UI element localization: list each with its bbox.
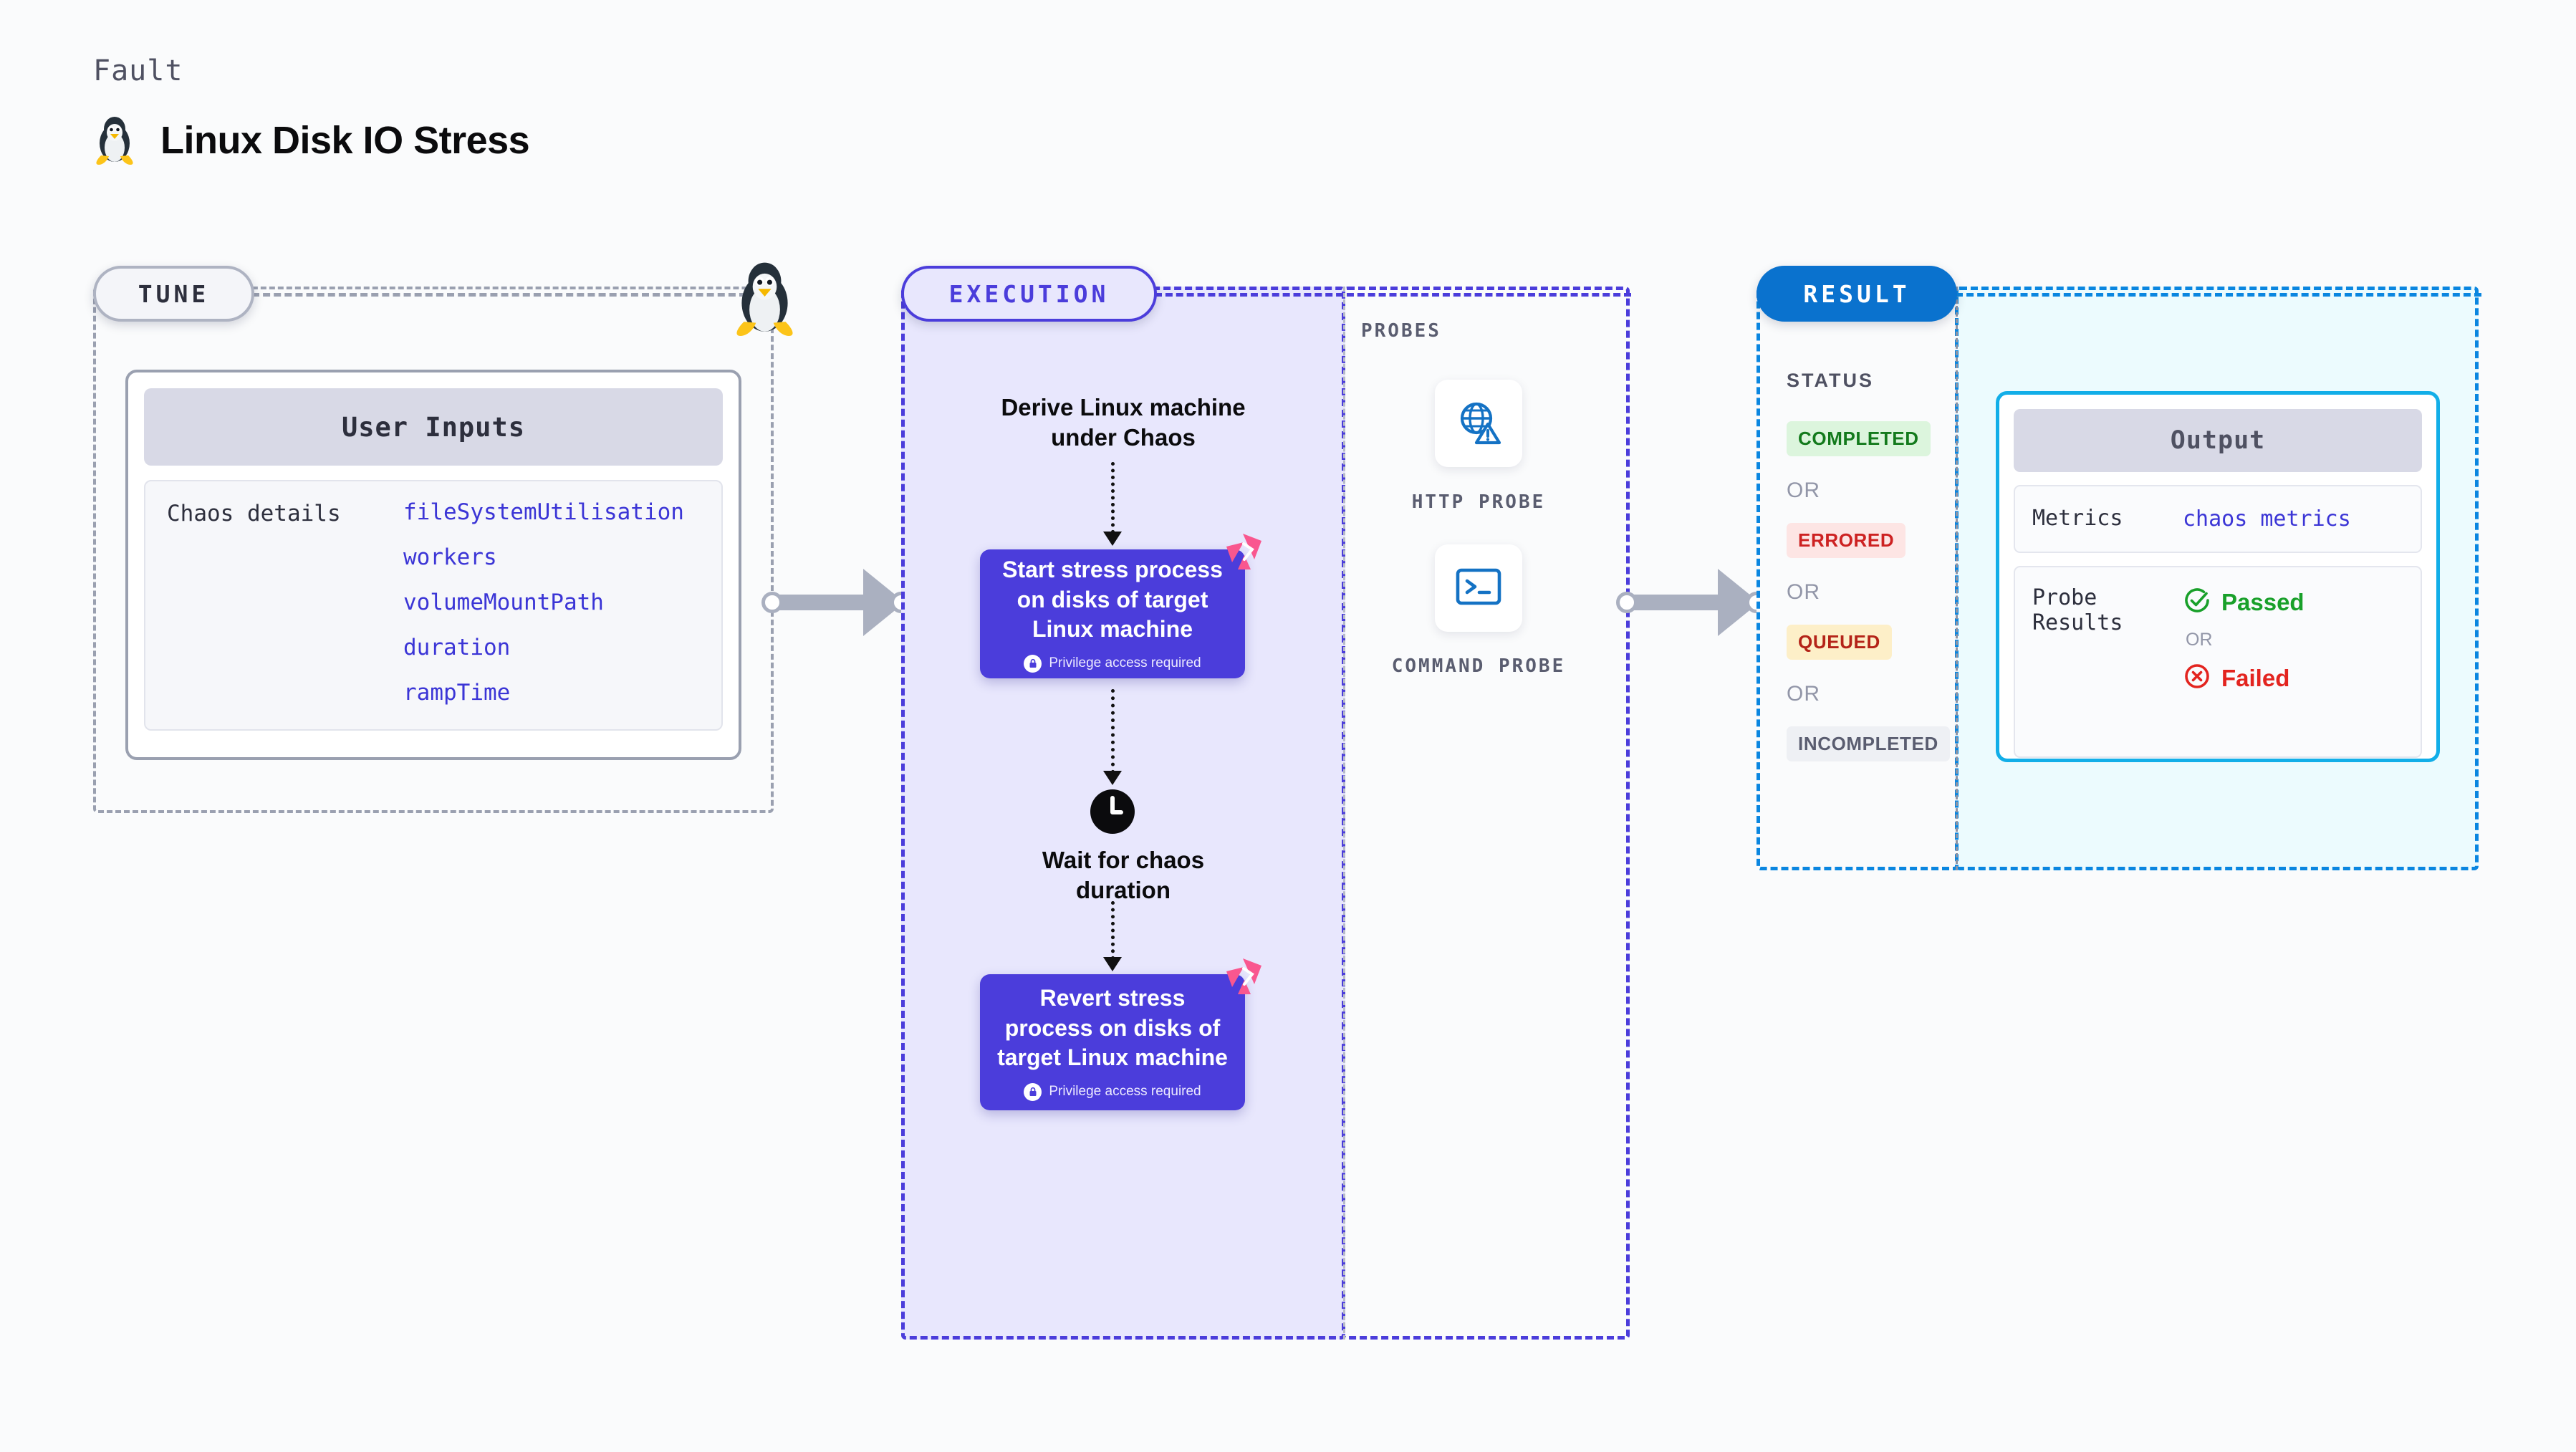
chaos-triangle-icon	[1222, 956, 1264, 997]
chaos-details-label: Chaos details	[167, 501, 341, 527]
chaos-details-params: fileSystemUtilisation workers volumeMoun…	[403, 501, 684, 709]
status-or-separator: OR	[1787, 682, 1820, 706]
http-probe-label: HTTP PROBE	[1411, 491, 1546, 513]
privilege-note: Privilege access required	[1024, 1082, 1201, 1101]
param-item[interactable]: rampTime	[403, 680, 511, 706]
probe-results-values: Passed OR Failed	[2183, 586, 2305, 738]
check-circle-icon	[2183, 586, 2211, 618]
lock-icon	[1024, 654, 1042, 673]
linux-penguin-icon	[93, 115, 136, 166]
flow-connector-3	[1111, 901, 1115, 960]
user-inputs-card: User Inputs Chaos details fileSystemUtil…	[125, 370, 741, 760]
flow-arrow-3	[1103, 957, 1122, 971]
lock-icon	[1024, 1082, 1042, 1101]
clock-icon	[1089, 788, 1136, 835]
status-badge-errored: ERRORED	[1787, 523, 1906, 558]
execution-section-pill[interactable]: EXECUTION	[901, 266, 1157, 322]
result-section-pill[interactable]: RESULT	[1756, 266, 1957, 322]
probe-result-or: OR	[2186, 630, 2213, 650]
probe-result-failed: Failed	[2183, 662, 2305, 694]
tune-connector-line	[252, 293, 746, 297]
status-or-separator: OR	[1787, 580, 1820, 604]
user-inputs-heading: User Inputs	[144, 388, 723, 466]
privilege-note-text: Privilege access required	[1049, 655, 1201, 671]
page-kicker: Fault	[93, 54, 183, 87]
execution-connector-line	[1155, 293, 1631, 297]
http-probe-card[interactable]	[1435, 380, 1522, 467]
page-title: Linux Disk IO Stress	[160, 119, 530, 162]
chaos-triangle-icon	[1222, 531, 1264, 572]
page-title-row: Linux Disk IO Stress	[93, 115, 530, 166]
flow-connector-2	[1111, 689, 1115, 774]
step-start-stress-process[interactable]: Start stress process on disks of target …	[980, 534, 1261, 678]
flow-arrow-1	[1103, 532, 1122, 546]
metrics-value[interactable]: chaos metrics	[2183, 506, 2351, 532]
command-probe-label: COMMAND PROBE	[1391, 655, 1566, 677]
passed-label: Passed	[2221, 588, 2305, 615]
result-section	[1756, 287, 1959, 870]
privilege-note: Privilege access required	[1024, 654, 1201, 673]
connector-start-dot	[761, 592, 783, 613]
x-circle-icon	[2183, 662, 2211, 694]
output-metrics-row: Metrics chaos metrics	[2014, 485, 2422, 553]
privilege-note-text: Privilege access required	[1049, 1084, 1201, 1100]
status-label: STATUS	[1787, 370, 1874, 391]
connector-start-dot	[1616, 592, 1638, 613]
chaos-details-row: Chaos details fileSystemUtilisation work…	[144, 480, 723, 731]
tune-linux-penguin-icon	[731, 259, 799, 338]
execution-probes-divider	[1343, 287, 1345, 1340]
result-dashed-border	[1756, 287, 1959, 870]
step-revert-stress-process[interactable]: Revert stress process on disks of target…	[980, 958, 1261, 1110]
step-label: Revert stress process on disks of target…	[997, 985, 1228, 1071]
result-output-divider	[1956, 287, 1958, 870]
metrics-label: Metrics	[2032, 506, 2123, 532]
flow-connector-1	[1111, 462, 1115, 534]
terminal-icon	[1455, 566, 1502, 611]
failed-label: Failed	[2221, 664, 2290, 691]
status-badge-incompleted: INCOMPLETED	[1787, 726, 1950, 761]
globe-warning-icon	[1455, 398, 1502, 449]
param-item[interactable]: workers	[403, 544, 497, 570]
flow-arrow-2	[1103, 771, 1122, 785]
probes-section-label: PROBES	[1361, 320, 1441, 342]
result-connector-line	[1956, 293, 2481, 297]
status-badge-queued: QUEUED	[1787, 625, 1892, 660]
tune-section-pill[interactable]: TUNE	[93, 266, 254, 322]
status-badge-completed: COMPLETED	[1787, 421, 1931, 456]
status-or-separator: OR	[1787, 479, 1820, 502]
step-label: Start stress process on disks of target …	[1002, 557, 1223, 643]
probe-result-passed: Passed	[2183, 586, 2305, 618]
param-item[interactable]: fileSystemUtilisation	[403, 499, 684, 525]
command-probe-card[interactable]	[1435, 544, 1522, 632]
param-item[interactable]: duration	[403, 635, 511, 660]
param-item[interactable]: volumeMountPath	[403, 590, 604, 615]
output-heading: Output	[2014, 409, 2422, 472]
